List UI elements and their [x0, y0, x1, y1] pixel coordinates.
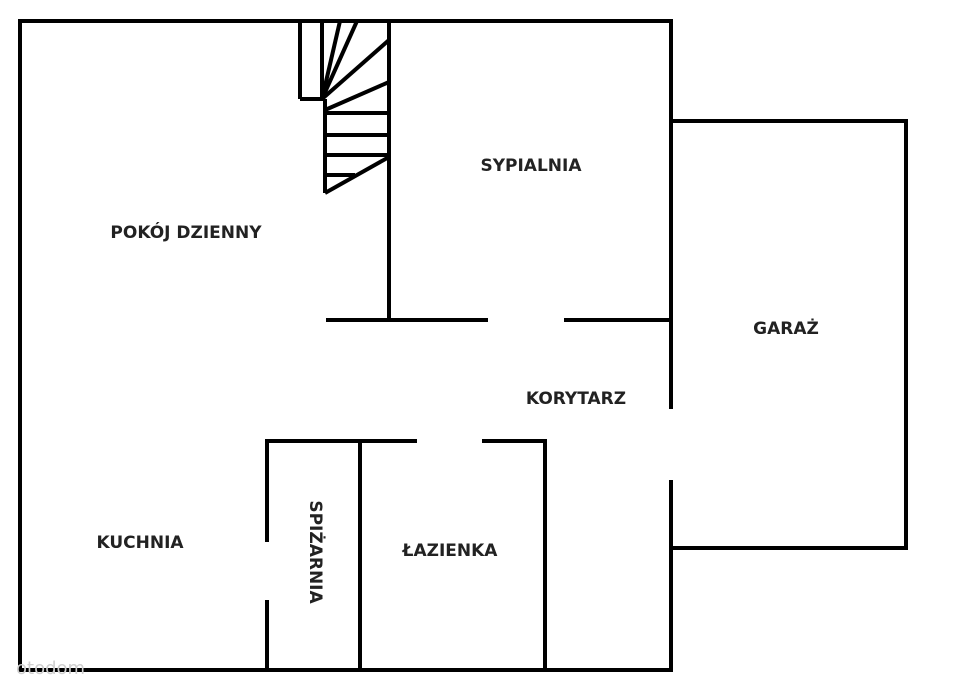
- room-label-garage: GARAŻ: [753, 317, 819, 339]
- room-label-living-room: POKÓJ DZIENNY: [110, 221, 262, 243]
- bedroom-walls: [326, 19, 673, 322]
- stair-winder-4: [320, 38, 391, 101]
- outer-walls: [18, 19, 673, 672]
- staircase: [298, 20, 391, 195]
- lower-walls: [265, 439, 547, 672]
- stair-winder-3: [320, 20, 359, 100]
- room-label-hallway: KORYTARZ: [526, 389, 626, 409]
- room-label-bathroom: ŁAZIENKA: [402, 541, 499, 561]
- stair-winder-2: [320, 20, 342, 100]
- stair-winder-5: [324, 80, 390, 112]
- room-label-kitchen: KUCHNIA: [96, 533, 184, 553]
- watermark-logo: otodom: [16, 658, 85, 679]
- room-label-bedroom: SYPIALNIA: [480, 156, 582, 176]
- stair-winder-6: [324, 155, 390, 195]
- room-label-pantry: SPIŻARNIA: [305, 500, 327, 604]
- garage-walls: [669, 119, 908, 550]
